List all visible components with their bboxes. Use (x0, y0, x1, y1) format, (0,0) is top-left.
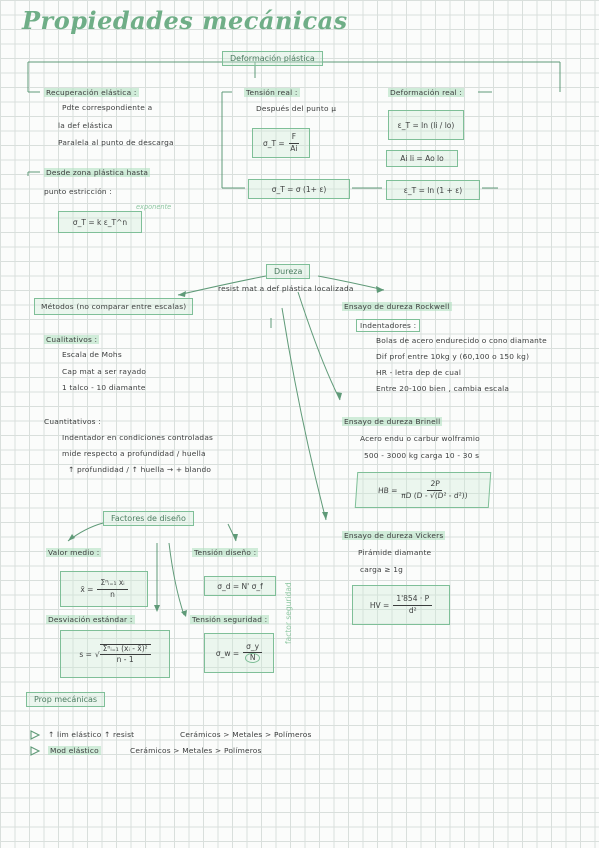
vickers-title: Ensayo de dureza Vickers (342, 531, 446, 540)
recuperacion-line-1: Pdte correspondiente a (62, 103, 153, 112)
formula-estriccion: σ_T = k ε_T^n (58, 211, 142, 233)
cuantitativos-line-2: mide respecto a profundidad / huella (62, 449, 206, 458)
formula-deformacion-real-2: ε_T = ln (1 + ε) (386, 180, 480, 200)
formula-volumen: Ai li = Ao lo (386, 150, 458, 167)
rockwell-title: Ensayo de dureza Rockwell (342, 302, 452, 311)
tension-real-line: Después del punto µ (256, 104, 337, 113)
factor-seguridad-note: factor seguridad (284, 582, 293, 644)
prop-row-2-left: Mod elástico (48, 746, 101, 755)
cualitativos-line-3: 1 talco - 10 diamante (62, 383, 146, 392)
cuantitativos-line-3: ↑ profundidad / ↑ huella → + blando (68, 465, 212, 474)
formula-tension-real-2: σ_T = σ (1+ ε) (248, 179, 350, 199)
cuantitativos-line-1: Indentador en condiciones controladas (62, 433, 214, 442)
section-heading-deformacion: Deformación plástica (222, 51, 323, 66)
vickers-line-2: carga ≥ 1g (360, 565, 404, 574)
cuantitativos-title: Cuantitativos : (44, 417, 101, 426)
formula-note: exponente (136, 203, 172, 211)
prop-row-1-right: Cerámicos > Metales > Polímeros (180, 730, 312, 739)
cualitativos-line-1: Escala de Mohs (62, 350, 122, 359)
rockwell-line-4: Entre 20-100 bien , cambia escala (376, 384, 510, 393)
rockwell-line-2: Dif prof entre 10kg y (60,100 o 150 kg) (376, 352, 530, 361)
formula-deformacion-real: ε_T = ln (li / lo) (388, 110, 464, 140)
rockwell-sub: Indentadores : (356, 319, 421, 332)
section-heading-factores: Factores de diseño (103, 511, 194, 526)
page-title: Propiedades mecánicas (22, 6, 348, 35)
rockwell-line-1: Bolas de acero endurecido o cono diamant… (376, 336, 547, 345)
cualitativos-title: Cualitativos : (44, 335, 100, 344)
rockwell-line-3: HR - letra dep de cual (376, 368, 462, 377)
prop-row-2-right: Cerámicos > Metales > Polímeros (130, 746, 262, 755)
prop-row-1-left: ↑ lim elástico ↑ resist (48, 730, 135, 739)
desviacion-title: Desviación estándar : (46, 615, 135, 624)
recuperacion-line-3: Paralela al punto de descarga (58, 138, 174, 147)
brinell-line-1: Acero endu o carbur wolframio (360, 434, 480, 443)
desde-line-1: Desde zona plástica hasta (44, 168, 151, 177)
tension-diseno-title: Tensión diseño : (192, 548, 259, 557)
tension-seguridad-title: Tensión seguridad : (190, 615, 270, 624)
tension-real-title: Tensión real : (244, 88, 300, 97)
vickers-line-1: Pirámide diamante (358, 548, 432, 557)
cualitativos-line-2: Cap mat a ser rayado (62, 367, 147, 376)
brinell-title: Ensayo de dureza Brinell (342, 417, 443, 426)
dureza-subtitle: resist mat a def plástica localizada (218, 284, 354, 293)
deformacion-real-title: Deformación real : (388, 88, 465, 97)
valor-medio-title: Valor medio : (46, 548, 102, 557)
section-heading-prop-mecanicas: Prop mecánicas (26, 692, 106, 707)
recuperacion-title: Recuperación elástica : (44, 88, 139, 97)
brinell-line-2: 500 - 3000 kg carga 10 - 30 s (364, 451, 480, 460)
desde-line-2: punto estricción : (44, 187, 113, 196)
formula-tension-diseno: σ_d = N' σ_f (204, 576, 276, 596)
recuperacion-line-2: la def elástica (58, 121, 113, 130)
section-heading-dureza: Dureza (266, 264, 311, 279)
metodos-box: Métodos (no comparar entre escalas) (34, 298, 194, 315)
